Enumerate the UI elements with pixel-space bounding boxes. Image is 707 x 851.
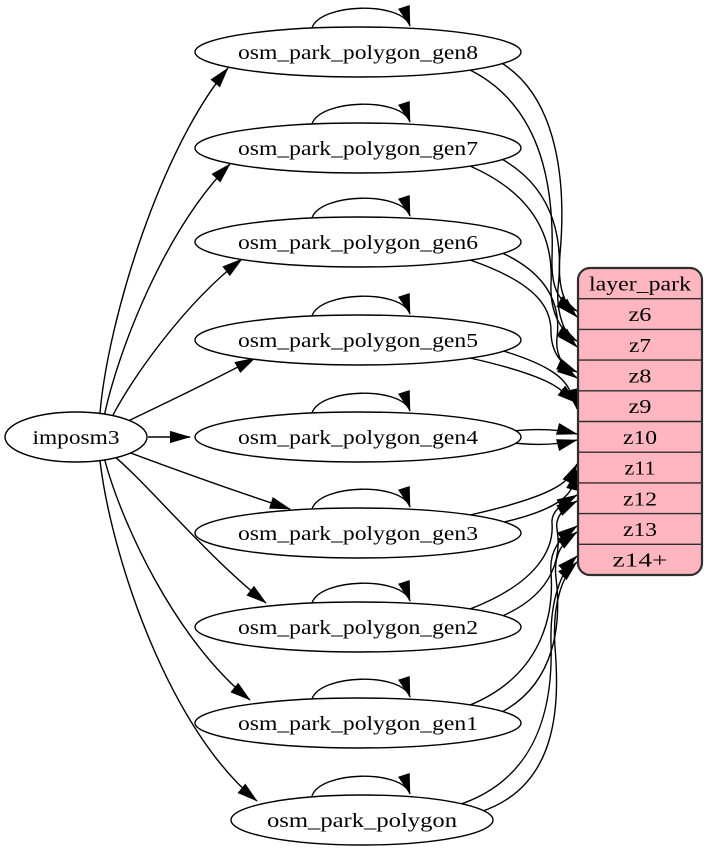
table-node-shape xyxy=(194,314,522,366)
table-node-shape xyxy=(230,794,494,846)
edge-imposm3-to-osm_park_polygon_gen8 xyxy=(99,67,229,414)
table-node-label: osm_park_polygon_gen4 xyxy=(238,427,478,449)
node-osm_park_polygon_gen1: osm_park_polygon_gen1 xyxy=(194,697,522,749)
edge-osm_park_polygon_gen1-to-row-z13-2 xyxy=(499,531,578,714)
self-loop-osm_park_polygon_gen8 xyxy=(311,4,411,29)
table-node-label: osm_park_polygon_gen6 xyxy=(238,232,478,254)
edge-osm_park_polygon-to-row-z14+-2 xyxy=(479,561,578,813)
edge-osm_park_polygon_gen8-to-row-z6-2 xyxy=(499,61,578,318)
edge-osm_park_polygon_gen3-to-row-z11-2 xyxy=(499,469,579,524)
edge-osm_park_polygon_gen7-to-row-z7-2 xyxy=(499,157,578,348)
self-loop-osm_park_polygon_gen5 xyxy=(311,292,411,317)
table-node-shape xyxy=(194,411,522,463)
table-node-label: osm_park_polygon xyxy=(267,810,457,832)
zoom-row-z14+: z14+ xyxy=(613,550,668,572)
zoom-row-z8: z8 xyxy=(629,365,652,387)
node-osm_park_polygon_gen8: osm_park_polygon_gen8 xyxy=(194,26,522,78)
node-imposm3: imposm3 xyxy=(4,411,148,463)
zoom-row-z7: z7 xyxy=(629,335,651,357)
self-loop-osm_park_polygon_gen1 xyxy=(311,675,411,700)
edge-osm_park_polygon_gen7-to-row-z7-1 xyxy=(469,165,578,342)
node-osm_park_polygon_gen7: osm_park_polygon_gen7 xyxy=(194,122,522,174)
self-loop-osm_park_polygon xyxy=(311,772,411,797)
table-node-label: osm_park_polygon_gen3 xyxy=(238,523,478,545)
source-node-label: imposm3 xyxy=(33,427,120,449)
table-node-label: osm_park_polygon_gen7 xyxy=(238,138,478,160)
node-osm_park_polygon: osm_park_polygon xyxy=(230,794,494,846)
zoom-row-z11: z11 xyxy=(625,458,656,480)
zoom-row-z9: z9 xyxy=(629,396,652,418)
edge-imposm3-to-osm_park_polygon_gen6 xyxy=(109,258,243,422)
table-node-shape xyxy=(194,26,522,78)
table-node-shape xyxy=(194,697,522,749)
edge-imposm3-to-osm_park_polygon_gen3 xyxy=(119,448,291,510)
table-node-label: osm_park_polygon_gen1 xyxy=(238,713,478,735)
edge-osm_park_polygon_gen5-to-row-z9-1 xyxy=(469,357,578,404)
table-node-shape xyxy=(194,216,522,268)
self-loop-osm_park_polygon_gen4 xyxy=(311,389,411,414)
table-node-label: osm_park_polygon_gen8 xyxy=(238,42,478,64)
edge-osm_park_polygon_gen2-to-row-z12-1 xyxy=(469,494,578,610)
edge-imposm3-to-osm_park_polygon_gen5 xyxy=(119,357,256,426)
source-node-shape xyxy=(4,411,148,463)
edge-osm_park_polygon_gen3-to-row-z11-1 xyxy=(469,463,578,516)
edge-imposm3-to-osm_park_polygon_gen1 xyxy=(103,456,251,701)
zoom-row-z12: z12 xyxy=(623,488,657,510)
node-osm_park_polygon_gen5: osm_park_polygon_gen5 xyxy=(194,314,522,366)
layer-table-title: layer_park xyxy=(589,273,691,295)
self-loop-osm_park_polygon_gen3 xyxy=(311,485,411,510)
edge-imposm3-to-osm_park_polygon xyxy=(99,460,258,802)
zoom-row-z13: z13 xyxy=(623,519,657,541)
edge-osm_park_polygon_gen8-to-row-z6-1 xyxy=(469,69,578,312)
table-node-shape xyxy=(194,507,522,559)
edge-imposm3-to-osm_park_polygon_gen2 xyxy=(109,452,267,604)
edge-osm_park_polygon_gen5-to-row-z9-2 xyxy=(499,349,579,410)
edges-layer xyxy=(99,4,579,813)
edge-osm_park_polygon_gen2-to-row-z12-2 xyxy=(499,500,578,618)
edge-osm_park_polygon-to-row-z14+-1 xyxy=(454,555,578,807)
table-node-label: osm_park_polygon_gen5 xyxy=(238,330,478,352)
node-osm_park_polygon_gen3: osm_park_polygon_gen3 xyxy=(194,507,522,559)
node-osm_park_polygon_gen2: osm_park_polygon_gen2 xyxy=(194,601,522,653)
node-osm_park_polygon_gen6: osm_park_polygon_gen6 xyxy=(194,216,522,268)
zoom-row-z10: z10 xyxy=(623,427,657,449)
self-loop-osm_park_polygon_gen7 xyxy=(311,100,411,125)
self-loop-osm_park_polygon_gen2 xyxy=(311,579,411,604)
table-node-shape xyxy=(194,122,522,174)
table-node-label: osm_park_polygon_gen2 xyxy=(238,617,478,639)
layer-table-layer: layer_park z6 z7 z8 z9 z10 z11 z12 z13 z14+ xyxy=(576,266,704,577)
edge-imposm3-to-osm_park_polygon_gen7 xyxy=(103,163,231,418)
zoom-row-z6: z6 xyxy=(629,304,652,326)
nodes-layer: imposm3 osm_park_polygon_gen8 osm_park_pol… xyxy=(4,26,522,846)
node-osm_park_polygon_gen4: osm_park_polygon_gen4 xyxy=(194,411,522,463)
table-node-shape xyxy=(194,601,522,653)
edge-osm_park_polygon_gen6-to-row-z8-2 xyxy=(499,251,578,379)
self-loop-osm_park_polygon_gen6 xyxy=(311,194,411,219)
